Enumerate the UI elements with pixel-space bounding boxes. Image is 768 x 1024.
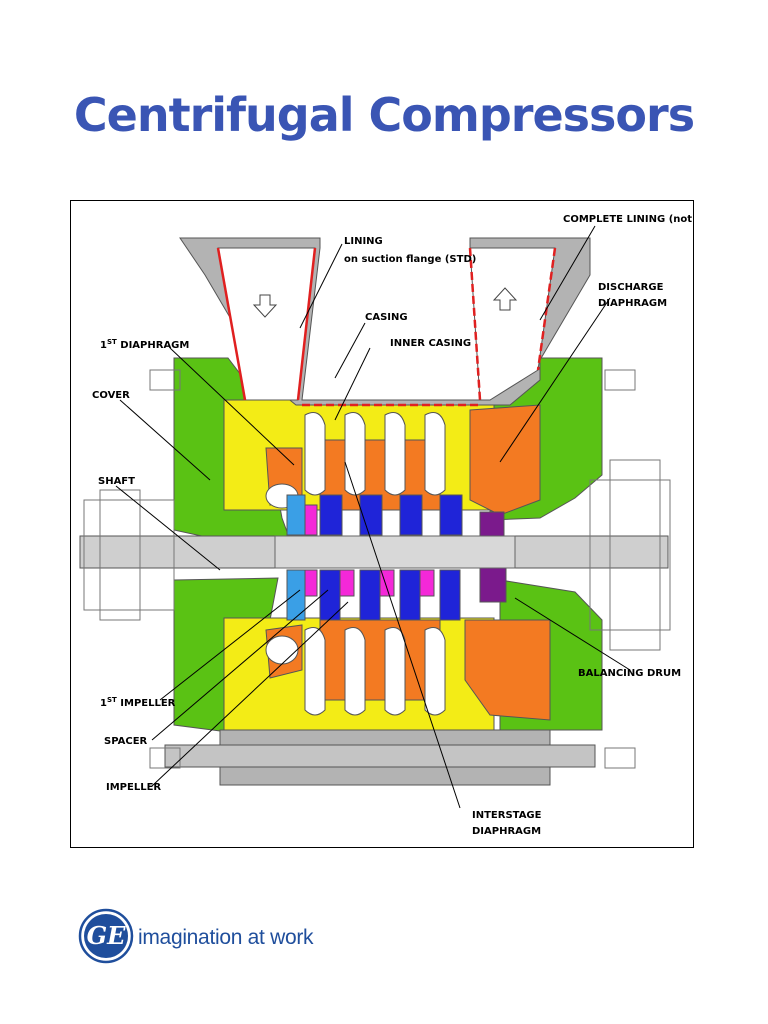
label-impeller: IMPELLER <box>106 782 161 793</box>
shaft-hub <box>274 535 516 569</box>
impeller-upper-1 <box>319 494 343 536</box>
impeller-lower-3 <box>399 569 421 621</box>
diaphragm-lower-1 <box>319 619 441 701</box>
impeller-lower-2 <box>359 569 381 621</box>
label-lining-note: on suction flange (STD) <box>344 254 476 265</box>
label-first-diaphragm: 1ST DIAPHRAGM <box>100 338 189 351</box>
impeller-lower-4 <box>439 569 461 621</box>
label-discharge: DISCHARGE <box>598 282 664 293</box>
balancing-drum-lower <box>479 565 507 603</box>
label-casing: CASING <box>365 312 408 323</box>
flow-passages-lower <box>265 627 446 716</box>
left-end-assembly <box>83 369 181 769</box>
label-balancing-drum: BALANCING DRUM <box>578 668 681 679</box>
spacer-lower-4 <box>419 569 435 597</box>
label-first-impeller: 1ST IMPELLER <box>100 696 176 709</box>
label-cover: COVER <box>92 390 130 401</box>
flow-passages-upper <box>265 412 446 509</box>
label-interstage: INTERSTAGE <box>472 810 542 821</box>
suction-flow-arrow <box>252 294 278 318</box>
discharge-diaphragm-upper <box>469 404 541 516</box>
ge-logo-outer-ring <box>78 908 134 964</box>
first-impeller-upper <box>286 494 306 536</box>
right-end-assembly <box>589 369 671 769</box>
casing-base-bar <box>164 744 596 768</box>
lining-suction-left <box>216 247 247 401</box>
discharge-flow-arrow <box>492 287 518 311</box>
spacer-lower-1 <box>304 569 318 597</box>
impeller-upper-4 <box>439 494 463 536</box>
impeller-upper-3 <box>399 494 423 536</box>
label-interstage-diaphragm: DIAPHRAGM <box>472 826 541 837</box>
label-discharge-diaphragm: DIAPHRAGM <box>598 298 667 309</box>
discharge-diaphragm-lower <box>464 619 551 721</box>
lining-discharge-left <box>468 247 482 401</box>
label-complete-lining: COMPLETE LINING (not STD) <box>563 214 694 225</box>
label-inner-casing: INNER CASING <box>390 338 471 349</box>
label-spacer: SPACER <box>104 736 148 747</box>
balancing-drum-upper <box>479 511 505 537</box>
ge-logo: GE <box>78 908 134 964</box>
spacer-lower-2 <box>339 569 355 597</box>
compressor-cross-section-diagram: LINING on suction flange (STD) COMPLETE … <box>79 214 694 837</box>
impeller-upper-2 <box>359 494 383 536</box>
spacer-upper-1 <box>304 504 318 536</box>
page-title: Centrifugal Compressors <box>73 88 695 142</box>
lining-suction-right <box>296 247 317 401</box>
ge-logo-monogram: GE <box>87 921 126 950</box>
ge-logo-disc <box>84 914 128 958</box>
label-lining: LINING <box>344 236 383 247</box>
label-shaft: SHAFT <box>98 476 135 487</box>
tagline: imagination at work <box>138 926 314 949</box>
